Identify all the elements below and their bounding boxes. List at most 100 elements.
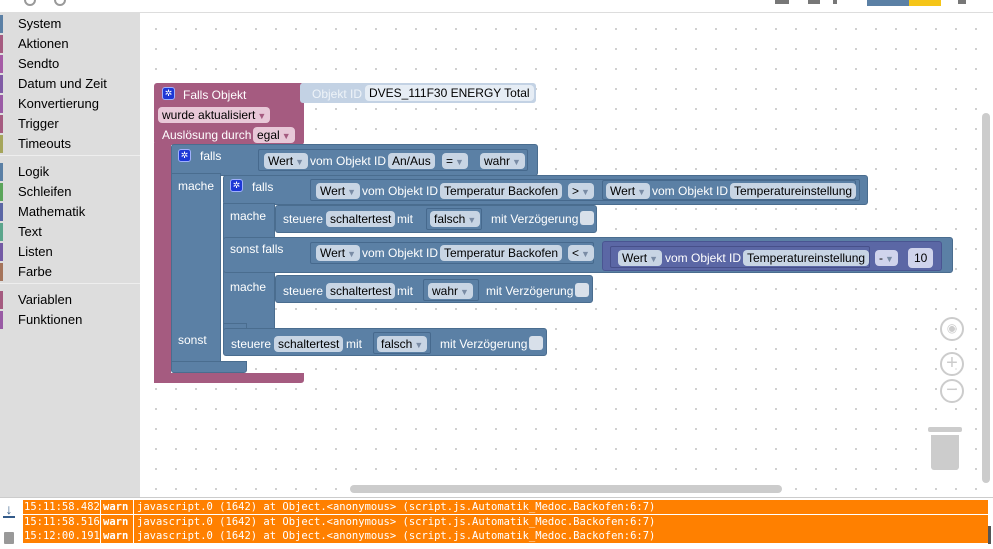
value-dropdown[interactable]: falsch▼ [377,336,428,352]
target-field[interactable]: schaltertest [326,283,396,299]
gear-icon[interactable]: ✲ [162,87,175,100]
menu-icon[interactable] [958,0,966,4]
object-id-field[interactable]: DVES_111F30 ENERGY Total [365,85,534,101]
gear-icon[interactable]: ✲ [230,179,243,192]
if-label: falls [200,149,222,163]
object-field[interactable]: Temperatur Backofen [440,183,563,199]
with-label: mit [346,337,362,351]
number-value: 10 [914,251,928,265]
category-label: Mathematik [18,204,86,219]
object-value: Temperatureinstellung [734,184,853,198]
operator-dropdown[interactable]: =▼ [442,153,468,169]
category-logik[interactable]: Logik [0,162,140,182]
value-block[interactable] [610,246,870,268]
settings-icon[interactable] [24,0,36,6]
category-text[interactable]: Text [0,222,140,242]
clear-log-icon[interactable] [4,532,14,544]
category-color-bar [0,95,3,113]
category-color-bar [0,311,3,329]
category-timeouts[interactable]: Timeouts [0,134,140,154]
category-color-bar [0,203,3,221]
vertical-scrollbar[interactable] [982,113,990,483]
category-trigger[interactable]: Trigger [0,114,140,134]
trigger-cause-dropdown[interactable]: egal▼ [253,127,295,143]
horizontal-scrollbar[interactable] [350,485,782,493]
category-label: Variablen [18,292,72,307]
compare-block[interactable] [258,149,528,171]
dropdown-arrow-icon: ▼ [414,340,424,350]
dropdown-value: wurde aktualisiert [162,108,256,122]
export-icon[interactable] [775,0,789,4]
value-dropdown[interactable]: falsch▼ [430,211,481,227]
dropdown-arrow-icon: ▼ [581,187,590,197]
attr-dropdown[interactable]: Wert▼ [606,183,651,199]
trigger-block-foot [154,373,304,383]
refresh-icon[interactable] [54,0,66,6]
object-field[interactable]: An/Aus [388,153,435,169]
if-outer-foot [171,361,247,373]
dropdown-value: wahr [432,284,459,298]
target-value: schaltertest [330,284,392,298]
delay-checkbox[interactable] [580,211,594,225]
category-label: Funktionen [18,312,83,327]
run-button[interactable] [909,0,941,6]
category-mathematik[interactable]: Mathematik [0,202,140,222]
operator-dropdown[interactable]: >▼ [568,183,594,199]
delay-checkbox[interactable] [529,336,543,350]
zoom-out-icon[interactable]: − [940,379,964,403]
trigger-event-dropdown[interactable]: wurde aktualisiert▼ [158,107,271,123]
dropdown-arrow-icon: ▼ [885,254,894,264]
number-field[interactable]: 10 [908,248,934,268]
category-aktionen[interactable]: Aktionen [0,34,140,54]
recenter-icon[interactable]: ◉ [940,317,964,341]
dropdown-value: Wert [320,184,346,198]
math-operator-dropdown[interactable]: -▼ [875,250,898,266]
bool-dropdown[interactable]: wahr▼ [480,153,525,169]
category-color-bar [0,35,3,53]
category-label: Text [18,224,42,239]
category-listen[interactable]: Listen [0,242,140,262]
category-label: System [18,16,62,31]
delay-checkbox[interactable] [575,283,589,297]
category-sendto[interactable]: Sendto [0,54,140,74]
edit-icon[interactable] [808,0,820,4]
blockly-workspace[interactable]: ✲ Falls Objekt wurde aktualisiert▼ Auslö… [140,12,993,497]
category-funktionen[interactable]: Funktionen [0,310,140,330]
object-field[interactable]: Temperatureinstellung [730,183,857,199]
attr-dropdown[interactable]: Wert▼ [264,153,309,169]
category-farbe[interactable]: Farbe [0,262,140,282]
attr-dropdown[interactable]: Wert▼ [618,250,663,266]
save-button[interactable] [867,0,909,6]
operator-dropdown[interactable]: <▼ [568,245,594,261]
trash-lid-icon [928,427,962,432]
trigger-cause-label: Auslösung durch [162,128,252,142]
category-variablen[interactable]: Variablen [0,290,140,310]
delay-label: mit Verzögerung [440,337,528,351]
object-field[interactable]: Temperatur Backofen [440,245,563,261]
dropdown-value: Wert [320,246,346,260]
zoom-in-icon[interactable]: + [940,352,964,376]
category-schleifen[interactable]: Schleifen [0,182,140,202]
attr-dropdown[interactable]: Wert▼ [316,183,361,199]
compare-block[interactable] [310,179,860,201]
object-field[interactable]: Temperatureinstellung [743,250,870,266]
blockly-toolbox: System Aktionen Sendto Datum und Zeit Ko… [0,12,140,497]
target-field[interactable]: schaltertest [274,336,344,352]
target-field[interactable]: schaltertest [326,211,396,227]
value-dropdown[interactable]: wahr▼ [428,283,473,299]
category-label: Timeouts [18,136,71,151]
log-scrollbar[interactable] [988,526,991,544]
of-object-label: vom Objekt ID [310,154,387,168]
scroll-down-icon[interactable]: ↓ [3,502,15,518]
category-label: Konvertierung [18,96,99,111]
category-konvertierung[interactable]: Konvertierung [0,94,140,114]
flag-icon[interactable] [833,0,837,4]
attr-dropdown[interactable]: Wert▼ [316,245,361,261]
category-system[interactable]: System [0,14,140,34]
category-datum-und-zeit[interactable]: Datum und Zeit [0,74,140,94]
dropdown-arrow-icon: ▼ [637,187,647,197]
trash-icon[interactable] [931,435,959,470]
gear-icon[interactable]: ✲ [178,149,191,162]
log-row: 15:12:00.191 warn javascript.0 (1642) at… [23,529,988,543]
category-label: Datum und Zeit [18,76,107,91]
